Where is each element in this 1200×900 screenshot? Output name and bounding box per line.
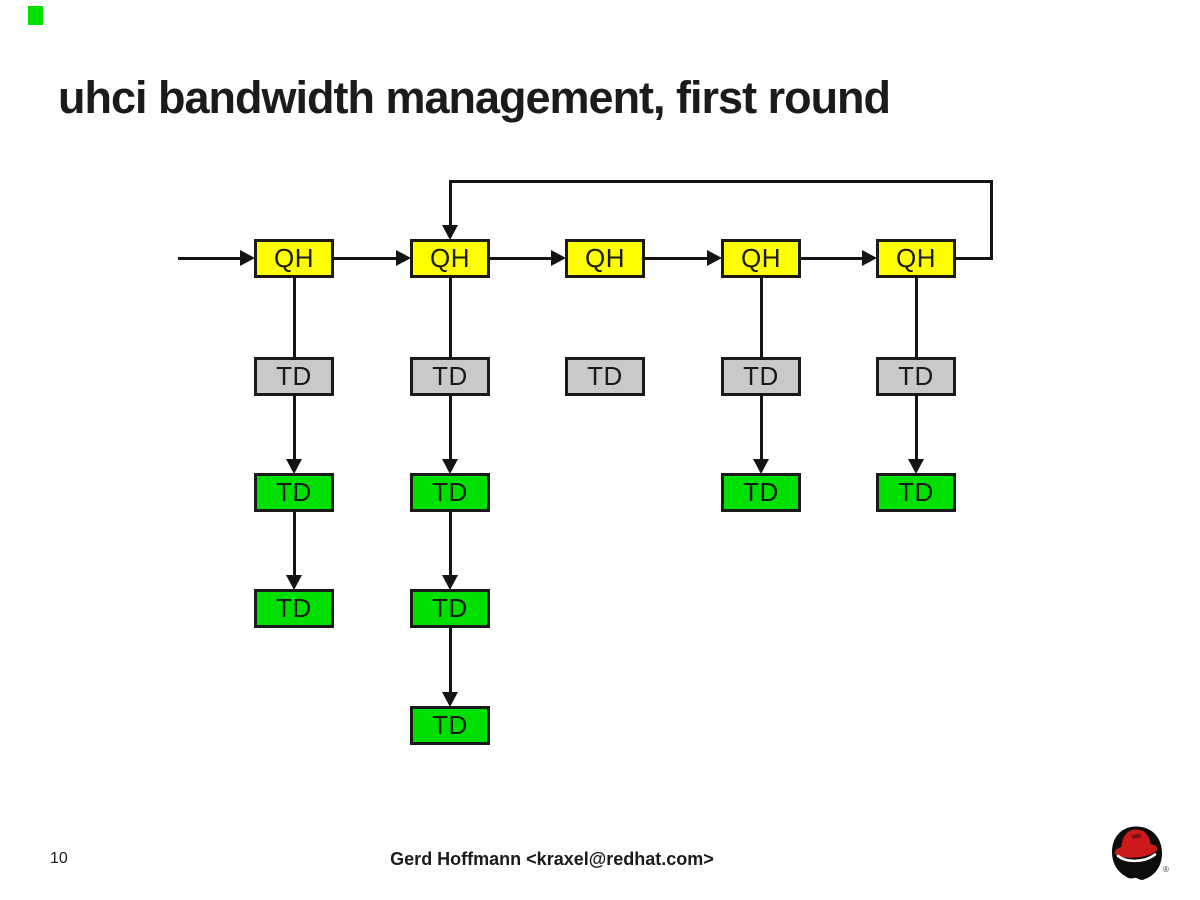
qh-node: QH xyxy=(410,239,490,278)
registered-trademark: ® xyxy=(1163,865,1169,874)
arrowhead-down-icon xyxy=(908,459,924,474)
connector-line xyxy=(448,276,452,359)
td-node-active: TD xyxy=(254,473,334,512)
connector-line xyxy=(759,276,763,359)
arrowhead-right-icon xyxy=(551,250,566,266)
td-node-active: TD xyxy=(721,473,801,512)
logo-hat-band xyxy=(1131,833,1142,839)
connector-line xyxy=(448,626,452,694)
qh-node: QH xyxy=(721,239,801,278)
arrowhead-right-icon xyxy=(862,250,877,266)
connector-line xyxy=(292,394,296,461)
qh-node: QH xyxy=(876,239,956,278)
connector-line xyxy=(292,510,296,577)
footer-author: Gerd Hoffmann <kraxel@redhat.com> xyxy=(390,849,714,869)
td-node-active: TD xyxy=(876,473,956,512)
arrowhead-down-icon xyxy=(442,692,458,707)
connector-line xyxy=(644,256,709,260)
connector-line xyxy=(914,394,918,461)
td-node-inactive: TD xyxy=(565,357,645,396)
connector-line xyxy=(955,256,993,260)
arrowhead-down-icon xyxy=(286,575,302,590)
arrowhead-down-icon xyxy=(286,459,302,474)
arrowhead-down-icon xyxy=(442,225,458,240)
connector-line xyxy=(448,181,452,226)
td-node-active: TD xyxy=(410,706,490,745)
td-node-active: TD xyxy=(410,473,490,512)
connector-line xyxy=(292,276,296,359)
td-node-active: TD xyxy=(254,589,334,628)
connector-line xyxy=(914,276,918,359)
connector-line xyxy=(448,180,993,183)
logo-hat-shine xyxy=(1116,853,1157,863)
connector-line xyxy=(333,256,398,260)
td-node-active: TD xyxy=(410,589,490,628)
td-node-inactive: TD xyxy=(254,357,334,396)
td-node-inactive: TD xyxy=(410,357,490,396)
arrowhead-right-icon xyxy=(707,250,722,266)
redhat-logo-icon xyxy=(1107,823,1167,881)
slide-title: uhci bandwidth management, first round xyxy=(58,72,891,123)
logo-hat-brim xyxy=(1114,843,1158,858)
corner-accent-mark xyxy=(28,6,43,25)
connector-line xyxy=(178,256,242,260)
arrowhead-right-icon xyxy=(240,250,255,266)
arrowhead-down-icon xyxy=(753,459,769,474)
qh-node: QH xyxy=(254,239,334,278)
connector-line xyxy=(989,180,993,260)
qh-node: QH xyxy=(565,239,645,278)
arrowhead-down-icon xyxy=(442,459,458,474)
connector-line xyxy=(489,256,553,260)
page-number: 10 xyxy=(50,850,68,867)
td-node-inactive: TD xyxy=(876,357,956,396)
connector-line xyxy=(800,256,864,260)
connector-line xyxy=(448,510,452,577)
td-node-inactive: TD xyxy=(721,357,801,396)
connector-line xyxy=(759,394,763,461)
connector-line xyxy=(448,394,452,461)
arrowhead-down-icon xyxy=(442,575,458,590)
arrowhead-right-icon xyxy=(396,250,411,266)
